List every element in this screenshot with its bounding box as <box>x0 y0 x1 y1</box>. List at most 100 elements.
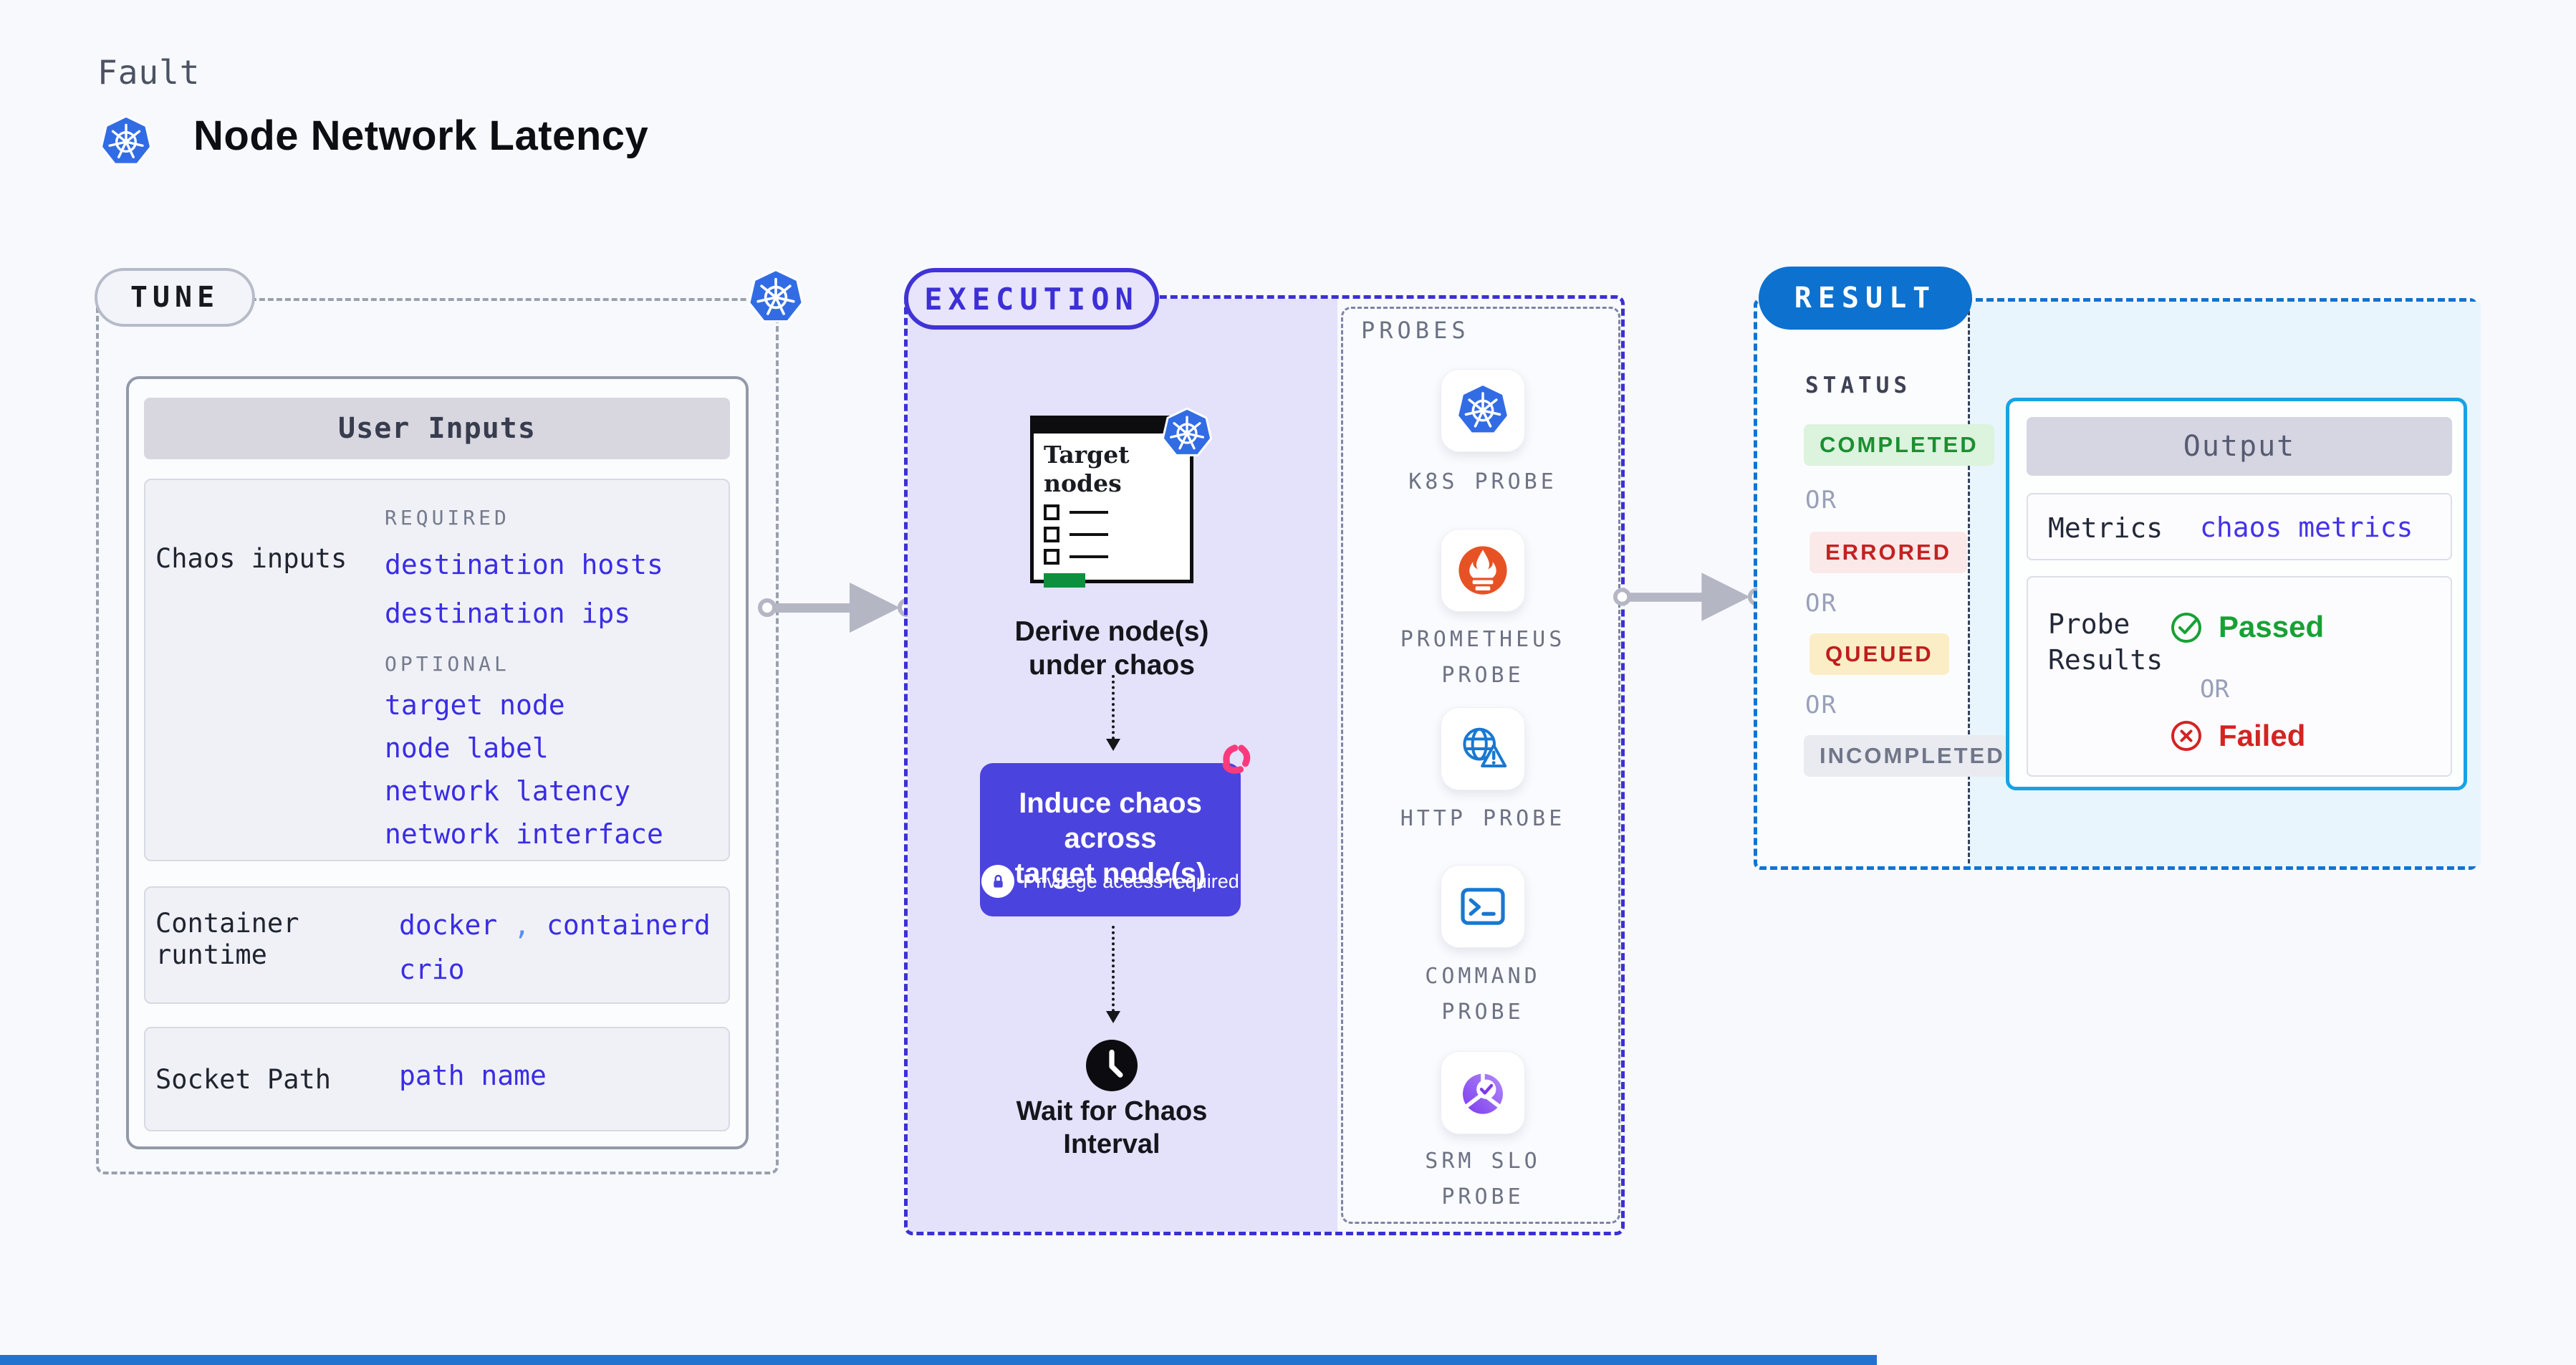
probe-label-k8s: K8S PROBE <box>1408 469 1557 494</box>
or-label: OR <box>1805 691 1837 719</box>
fault-kicker: Fault <box>97 53 201 92</box>
input-link-target-node[interactable]: target node <box>385 689 565 721</box>
runtime-separator: , <box>514 909 531 941</box>
node-line <box>1070 511 1108 514</box>
tune-section <box>96 298 779 1174</box>
or-label: OR <box>2200 675 2229 704</box>
tune-badge: TUNE <box>95 268 255 327</box>
probe-card-http <box>1441 707 1525 790</box>
slo-donut-icon <box>1454 1064 1512 1121</box>
terminal-icon <box>1454 878 1512 935</box>
probe-card-command <box>1441 865 1525 948</box>
node-list-item <box>1044 504 1180 520</box>
probes-title: PROBES <box>1361 317 1470 344</box>
window-body: Target nodes <box>1030 430 1193 588</box>
user-inputs-title: User Inputs <box>144 398 730 459</box>
induce-chaos-label: Induce chaos across target node(s) <box>980 786 1241 891</box>
wait-line2: Interval <box>1063 1129 1160 1159</box>
bottom-accent-bar <box>0 1355 1877 1365</box>
status-badge-errored: ERRORED <box>1810 532 1968 573</box>
tune-to-execution-arrow <box>758 575 915 640</box>
passed-row: Passed <box>2168 609 2324 645</box>
prometheus-icon <box>1454 542 1512 599</box>
execution-badge: EXECUTION <box>904 268 1159 330</box>
target-nodes-title: Target nodes <box>1044 441 1130 497</box>
input-link-network-latency[interactable]: network latency <box>385 775 631 807</box>
probe-card-srm-slo <box>1441 1051 1525 1134</box>
container-runtime-label: Container runtime <box>155 908 299 970</box>
input-link-node-label[interactable]: node label <box>385 732 549 764</box>
induce-line1: Induce chaos across <box>1019 787 1202 854</box>
kubernetes-icon <box>746 267 805 328</box>
execution-section <box>904 295 1625 1235</box>
wait-line1: Wait for Chaos <box>1016 1096 1208 1126</box>
green-button <box>1044 573 1085 588</box>
derive-line2: under chaos <box>1029 650 1195 681</box>
required-label: REQUIRED <box>385 506 510 530</box>
failed-label: Failed <box>2219 719 2306 752</box>
probe-label-command: COMMAND PROBE <box>1425 964 1541 1025</box>
chaos-inputs-row: Chaos inputs REQUIRED destination hosts … <box>144 479 730 861</box>
execution-to-result-arrow <box>1613 565 1765 629</box>
checkbox-icon <box>1044 527 1059 542</box>
container-runtime-row: Container runtime docker , containerd cr… <box>144 886 730 1004</box>
derive-to-induce-arrow <box>1106 675 1120 751</box>
status-badge-queued: QUEUED <box>1810 633 1949 675</box>
result-divider <box>1968 305 1970 863</box>
kubernetes-icon <box>1160 406 1213 461</box>
runtime-value-crio[interactable]: crio <box>399 954 465 985</box>
induce-line2: target node(s) <box>1014 858 1206 889</box>
probe-card-k8s <box>1441 369 1525 452</box>
globe-alert-icon <box>1454 720 1512 777</box>
window-title-bar <box>1030 416 1193 430</box>
failed-row: Failed <box>2168 718 2305 754</box>
socket-path-row: Socket Path path name <box>144 1027 730 1131</box>
optional-label: OPTIONAL <box>385 652 510 676</box>
runtime-values-line1: docker , containerd <box>399 909 711 941</box>
privilege-label: Privilege access required <box>1023 870 1239 892</box>
lock-icon <box>981 865 1015 898</box>
or-label: OR <box>1805 589 1837 618</box>
target-nodes-window: Target nodes <box>1030 416 1193 588</box>
result-badge: RESULT <box>1759 267 1972 330</box>
probe-results-label: Probe Results <box>2048 608 2163 676</box>
checkbox-icon <box>1044 549 1059 565</box>
induce-to-wait-arrow <box>1106 926 1120 1023</box>
induce-chaos-box: Induce chaos across target node(s) Privi… <box>980 763 1241 916</box>
derive-line1: Derive node(s) <box>1014 616 1209 647</box>
probe-label-srm-slo: SRM SLO PROBE <box>1425 1149 1541 1210</box>
socket-path-value[interactable]: path name <box>399 1060 547 1091</box>
input-link-network-interface[interactable]: network interface <box>385 818 663 850</box>
input-link-destination-ips[interactable]: destination ips <box>385 598 631 629</box>
probe-label-prometheus: PROMETHEUS PROBE <box>1400 627 1566 688</box>
input-link-destination-hosts[interactable]: destination hosts <box>385 549 663 580</box>
status-badge-completed: COMPLETED <box>1804 424 1994 466</box>
passed-label: Passed <box>2219 610 2325 643</box>
kubernetes-icon <box>1455 381 1511 440</box>
node-list-item <box>1044 527 1180 542</box>
derive-nodes-label: Derive node(s) under chaos <box>1004 615 1219 682</box>
metrics-label: Metrics <box>2048 512 2163 544</box>
probe-results-row: Probe Results Passed OR Failed <box>2027 576 2452 777</box>
node-line <box>1070 555 1108 558</box>
node-line <box>1070 533 1108 536</box>
probe-label-http: HTTP PROBE <box>1400 806 1566 831</box>
output-card: Output Metrics chaos metrics Probe Resul… <box>2006 398 2467 790</box>
clock-icon <box>1086 1040 1138 1091</box>
litmus-chaos-icon <box>1213 736 1257 780</box>
output-title: Output <box>2027 417 2452 476</box>
x-circle-icon <box>2168 718 2204 754</box>
kubernetes-icon <box>99 113 153 171</box>
socket-path-label: Socket Path <box>155 1064 332 1095</box>
status-title: STATUS <box>1805 373 1911 398</box>
check-circle-icon <box>2168 609 2204 645</box>
metrics-row: Metrics chaos metrics <box>2027 493 2452 560</box>
probe-card-prometheus <box>1441 529 1525 612</box>
runtime-value-containerd[interactable]: containerd <box>546 909 711 941</box>
runtime-value-docker[interactable]: docker <box>399 909 498 941</box>
checkbox-icon <box>1044 504 1059 520</box>
page-title: Node Network Latency <box>193 112 649 159</box>
node-list-item <box>1044 549 1180 565</box>
metrics-value-link[interactable]: chaos metrics <box>2200 512 2413 543</box>
